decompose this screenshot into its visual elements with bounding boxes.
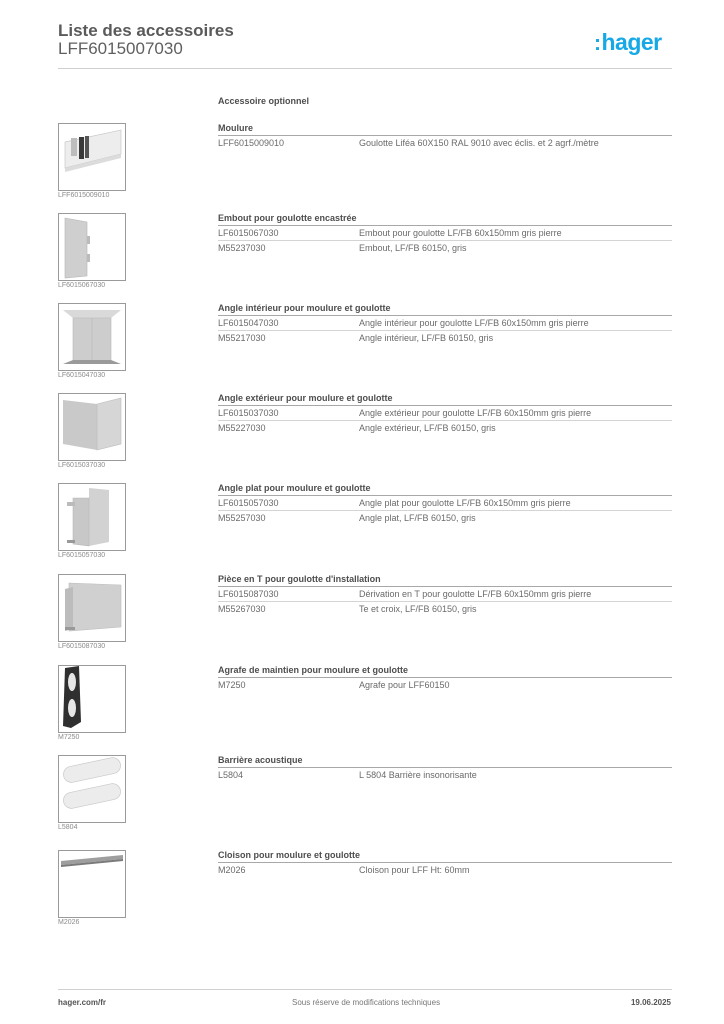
accessory-group-angle-plat: Angle plat pour moulure et goulotte LF60… <box>218 482 672 525</box>
table-row: M55227030 Angle extérieur, LF/FB 60150, … <box>218 421 672 435</box>
table-row: LF6015067030 Embout pour goulotte LF/FB … <box>218 226 672 241</box>
product-desc: Angle extérieur, LF/FB 60150, gris <box>359 423 496 433</box>
product-ref: M2026 <box>218 865 246 875</box>
image-caption: LF6015067030 <box>58 282 106 289</box>
product-desc: Angle plat pour goulotte LF/FB 60x150mm … <box>359 498 571 508</box>
product-ref: M55267030 <box>218 604 266 614</box>
group-title: Pièce en T pour goulotte d'installation <box>218 573 672 587</box>
accessory-group-cloison: Cloison pour moulure et goulotte M2026 C… <box>218 849 672 877</box>
accessory-group-moulure: Moulure LFF6015009010 Goulotte Liféa 60X… <box>218 122 672 150</box>
group-title: Moulure <box>218 122 672 136</box>
product-reference: LFF6015007030 <box>58 39 183 58</box>
image-caption: LF6015037030 <box>58 462 106 469</box>
accessory-group-angle-interieur: Angle intérieur pour moulure et goulotte… <box>218 302 672 345</box>
group-title: Agrafe de maintien pour moulure et goulo… <box>218 664 672 678</box>
product-image-cloison <box>58 850 126 918</box>
product-desc: Angle plat, LF/FB 60150, gris <box>359 513 476 523</box>
product-ref: M55257030 <box>218 513 266 523</box>
product-desc: Agrafe pour LFF60150 <box>359 680 450 690</box>
image-caption: L5804 <box>58 824 78 831</box>
accessory-group-angle-exterieur: Angle extérieur pour moulure et goulotte… <box>218 392 672 435</box>
product-ref: M55237030 <box>218 243 266 253</box>
product-image-angle-exterieur <box>58 393 126 461</box>
table-row: M2026 Cloison pour LFF Ht: 60mm <box>218 863 672 877</box>
image-caption: M2026 <box>58 919 80 926</box>
product-image-piece-en-t <box>58 574 126 642</box>
product-ref: LF6015047030 <box>218 318 279 328</box>
image-caption: LF6015047030 <box>58 372 106 379</box>
product-image-angle-plat <box>58 483 126 551</box>
group-title: Embout pour goulotte encastrée <box>218 212 672 226</box>
table-row: M55257030 Angle plat, LF/FB 60150, gris <box>218 511 672 525</box>
accessory-group-barriere: Barrière acoustique L5804 L 5804 Barrièr… <box>218 754 672 782</box>
product-desc: Dérivation en T pour goulotte LF/FB 60x1… <box>359 589 592 599</box>
product-image-moulure <box>58 123 126 191</box>
product-ref: LF6015067030 <box>218 228 279 238</box>
product-ref: LFF6015009010 <box>218 138 285 148</box>
product-desc: L 5804 Barrière insonorisante <box>359 770 477 780</box>
accessory-group-piece-en-t: Pièce en T pour goulotte d'installation … <box>218 573 672 616</box>
table-row: M55267030 Te et croix, LF/FB 60150, gris <box>218 602 672 616</box>
product-ref: LF6015057030 <box>218 498 279 508</box>
footer-date: 19.06.2025 <box>630 998 671 1007</box>
product-ref: M7250 <box>218 680 246 690</box>
group-title: Angle extérieur pour moulure et goulotte <box>218 392 672 406</box>
table-row: LF6015087030 Dérivation en T pour goulot… <box>218 587 672 602</box>
table-row: LF6015057030 Angle plat pour goulotte LF… <box>218 496 672 511</box>
hager-logo: :hager <box>594 29 662 55</box>
table-row: LFF6015009010 Goulotte Liféa 60X150 RAL … <box>218 136 672 150</box>
product-ref: LF6015037030 <box>218 408 279 418</box>
section-title: Accessoire optionnel <box>218 96 310 106</box>
group-title: Cloison pour moulure et goulotte <box>218 849 672 863</box>
image-caption: LF6015057030 <box>58 552 106 559</box>
table-row: LF6015047030 Angle intérieur pour goulot… <box>218 316 672 331</box>
table-row: M55237030 Embout, LF/FB 60150, gris <box>218 241 672 255</box>
accessory-group-embout: Embout pour goulotte encastrée LF6015067… <box>218 212 672 255</box>
table-row: M55217030 Angle intérieur, LF/FB 60150, … <box>218 331 672 345</box>
product-desc: Embout, LF/FB 60150, gris <box>359 243 467 253</box>
product-ref: L5804 <box>218 770 244 780</box>
product-desc: Goulotte Liféa 60X150 RAL 9010 avec écli… <box>359 138 599 148</box>
image-caption: LF6015087030 <box>58 643 106 650</box>
footer-website-link[interactable]: hager.com/fr <box>58 998 107 1007</box>
product-ref: LF6015087030 <box>218 589 279 599</box>
table-row: L5804 L 5804 Barrière insonorisante <box>218 768 672 782</box>
table-row: LF6015037030 Angle extérieur pour goulot… <box>218 406 672 421</box>
product-desc: Embout pour goulotte LF/FB 60x150mm gris… <box>359 228 562 238</box>
product-desc: Angle extérieur pour goulotte LF/FB 60x1… <box>359 408 592 418</box>
product-desc: Angle intérieur pour goulotte LF/FB 60x1… <box>359 318 589 328</box>
footer-divider <box>58 989 672 990</box>
group-title: Angle plat pour moulure et goulotte <box>218 482 672 496</box>
product-ref: M55217030 <box>218 333 266 343</box>
group-title: Barrière acoustique <box>218 754 672 768</box>
product-desc: Te et croix, LF/FB 60150, gris <box>359 604 477 614</box>
product-image-embout <box>58 213 126 281</box>
product-ref: M55227030 <box>218 423 266 433</box>
image-caption: M7250 <box>58 734 80 741</box>
footer-disclaimer: Sous réserve de modifications techniques <box>292 998 441 1007</box>
page-title: Liste des accessoires <box>58 21 234 40</box>
product-image-barriere <box>58 755 126 823</box>
product-desc: Cloison pour LFF Ht: 60mm <box>359 865 470 875</box>
product-desc: Angle intérieur, LF/FB 60150, gris <box>359 333 494 343</box>
product-image-agrafe <box>58 665 126 733</box>
image-caption: LFF6015009010 <box>58 192 110 199</box>
table-row: M7250 Agrafe pour LFF60150 <box>218 678 672 692</box>
accessory-group-agrafe: Agrafe de maintien pour moulure et goulo… <box>218 664 672 692</box>
group-title: Angle intérieur pour moulure et goulotte <box>218 302 672 316</box>
product-image-angle-interieur <box>58 303 126 371</box>
header-divider <box>58 68 672 69</box>
